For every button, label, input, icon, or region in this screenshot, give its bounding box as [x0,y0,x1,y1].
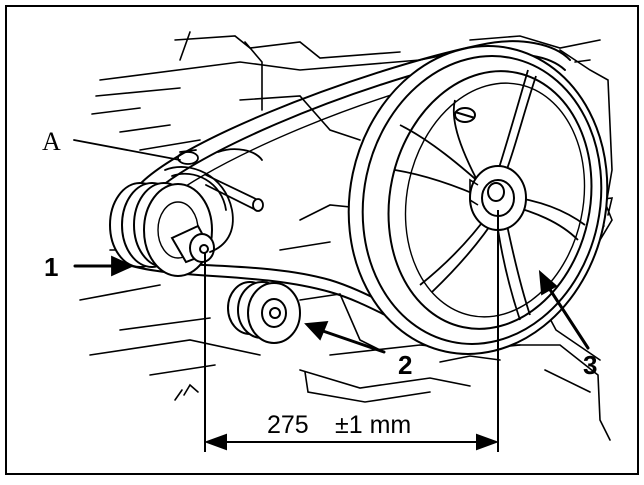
arrow-1 [111,255,135,277]
callout-label-1: 1 [44,252,58,282]
idler-pulley [227,281,301,344]
callout-label-2: 2 [398,350,412,380]
dimension-value: 275 [267,411,309,439]
leader-2 [318,328,386,354]
motor-pulley [109,182,215,277]
dimension-tolerance: ±1 mm [335,411,411,439]
callout-leaders [73,139,590,354]
belt-guard-bracket [164,148,264,253]
callout-label-a: A [42,127,61,156]
arrow-3 [538,269,558,296]
arrow-2 [304,320,329,341]
dimension-arrow-right [476,433,499,451]
leader-a [73,139,181,161]
callout-label-3: 3 [583,350,597,380]
dimension-275mm [204,210,499,452]
dimension-arrow-left [204,433,227,451]
leader-3 [545,283,590,350]
